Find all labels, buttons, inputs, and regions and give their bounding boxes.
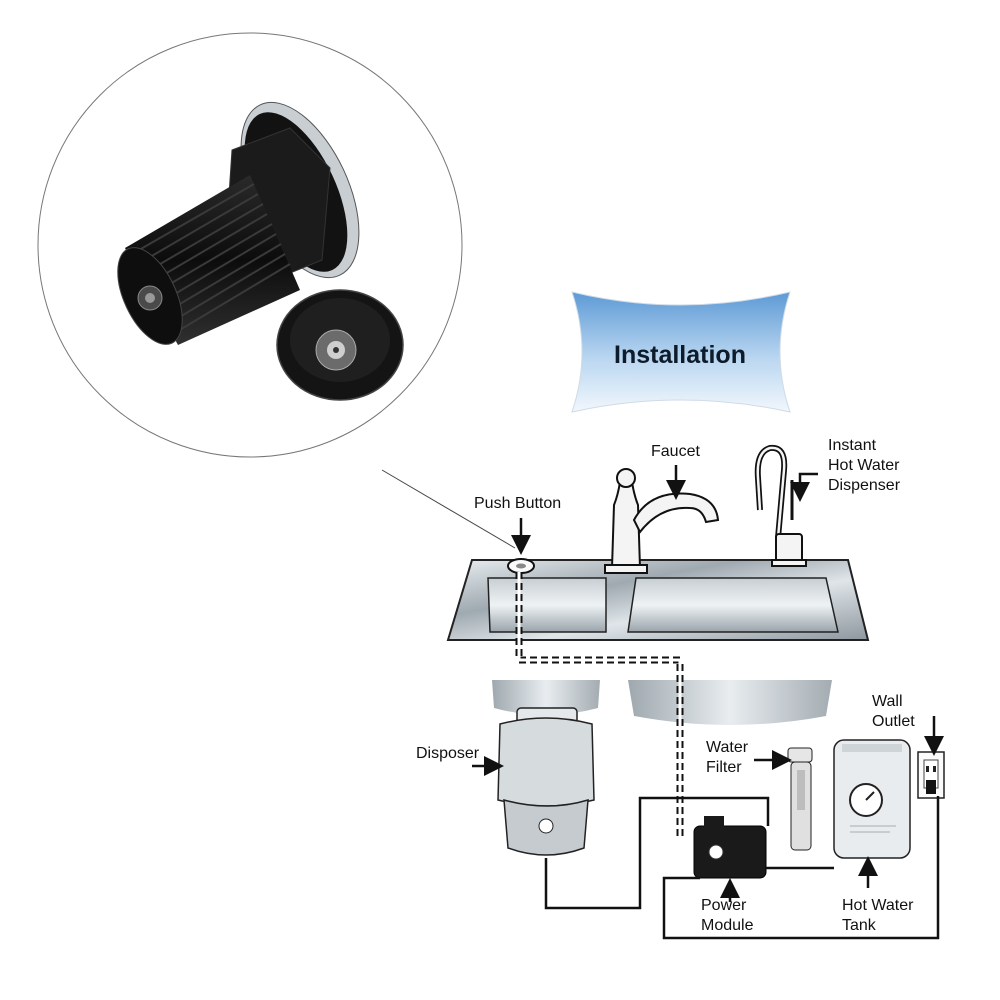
sink-illustration <box>446 558 870 725</box>
water-filter-illustration <box>787 747 813 851</box>
label-wall-outlet-line1: Wall <box>872 693 903 710</box>
hot-water-tank-illustration <box>833 739 911 859</box>
outlet-cable <box>662 796 940 940</box>
label-power-module-line2: Module <box>701 917 754 934</box>
label-hot-water-tank-line2: Tank <box>842 917 877 934</box>
label-push-button: Push Button <box>474 495 561 512</box>
label-faucet: Faucet <box>651 443 700 460</box>
label-arrows <box>472 465 944 902</box>
disposer-cable <box>544 796 770 910</box>
label-dispenser-line1: Instant <box>828 437 877 454</box>
dispenser-illustration <box>754 444 807 567</box>
label-hot-water-tank-line1: Hot Water <box>842 897 914 914</box>
label-dispenser-line2: Hot Water <box>828 457 900 474</box>
label-wall-outlet-line2: Outlet <box>872 713 915 730</box>
sink-left-basin <box>487 577 607 633</box>
product-zoom-circle <box>37 32 516 549</box>
zoom-connector-line <box>381 469 516 549</box>
disposer-illustration <box>497 707 595 856</box>
label-water-filter-line1: Water <box>706 739 749 756</box>
sink-left-bowl <box>492 680 600 715</box>
push-button-body-image <box>117 101 360 345</box>
label-water-filter-line2: Filter <box>706 759 742 776</box>
installation-banner: Installation <box>571 291 791 413</box>
wall-outlet-illustration <box>917 751 945 799</box>
label-dispenser-line3: Dispenser <box>828 477 901 494</box>
banner-title: Installation <box>614 341 746 369</box>
label-power-module-line1: Power <box>701 897 747 914</box>
label-disposer: Disposer <box>416 745 480 762</box>
disposer-logo <box>538 818 554 834</box>
cables <box>544 796 940 940</box>
power-module-illustration <box>693 816 767 879</box>
sink-right-basin <box>627 577 839 633</box>
sink-right-bowl <box>628 680 832 725</box>
faucet-illustration <box>604 468 720 574</box>
power-module-logo <box>708 844 724 860</box>
push-button-cap-image <box>276 289 404 401</box>
